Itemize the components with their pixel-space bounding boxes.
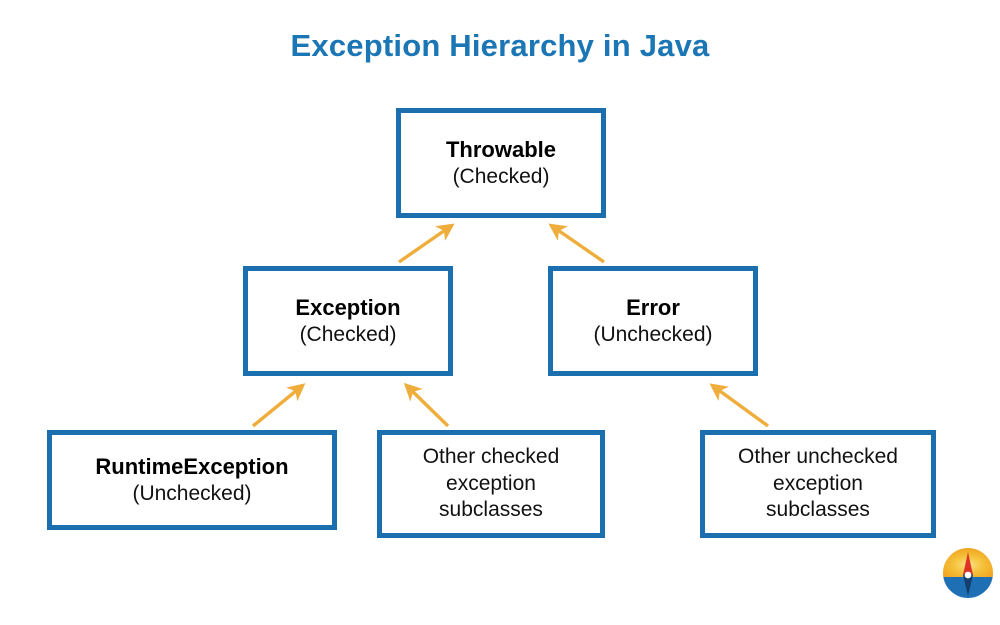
- page-title: Exception Hierarchy in Java: [290, 28, 710, 63]
- node-throwable-qualifier: (Checked): [452, 164, 550, 188]
- node-other-unchecked-line2: exception: [773, 471, 863, 495]
- node-throwable-title: Throwable: [445, 137, 556, 163]
- edge-otherchecked-to-exception: [403, 382, 450, 428]
- node-runtime-exception-qualifier: (Unchecked): [132, 481, 252, 505]
- node-exception-qualifier: (Checked): [299, 322, 397, 346]
- node-exception-title: Exception: [295, 295, 401, 321]
- node-runtime-exception-title: RuntimeException: [95, 454, 289, 480]
- node-other-unchecked-line1: Other unchecked: [738, 444, 898, 468]
- compass-rose-logo: [943, 548, 993, 598]
- node-other-unchecked-subclasses[interactable]: Other unchecked exception subclasses: [700, 430, 936, 538]
- node-other-checked-line1: Other checked: [422, 444, 560, 468]
- node-other-checked-subclasses[interactable]: Other checked exception subclasses: [377, 430, 605, 538]
- edge-exception-to-throwable: [398, 223, 455, 264]
- node-error-title: Error: [626, 295, 680, 321]
- node-error-qualifier: (Unchecked): [593, 322, 713, 346]
- node-other-checked-line2: exception: [446, 471, 536, 495]
- edge-otherunchecked-to-error: [709, 383, 769, 428]
- node-runtime-exception[interactable]: RuntimeException (Unchecked): [47, 430, 337, 530]
- node-exception[interactable]: Exception (Checked): [243, 266, 453, 376]
- edge-error-to-throwable: [548, 223, 605, 264]
- edge-runtime-to-exception: [251, 383, 306, 428]
- node-other-checked-line3: subclasses: [439, 498, 543, 522]
- node-other-unchecked-line3: subclasses: [766, 498, 870, 522]
- node-throwable[interactable]: Throwable (Checked): [396, 108, 606, 218]
- node-error[interactable]: Error (Unchecked): [548, 266, 758, 376]
